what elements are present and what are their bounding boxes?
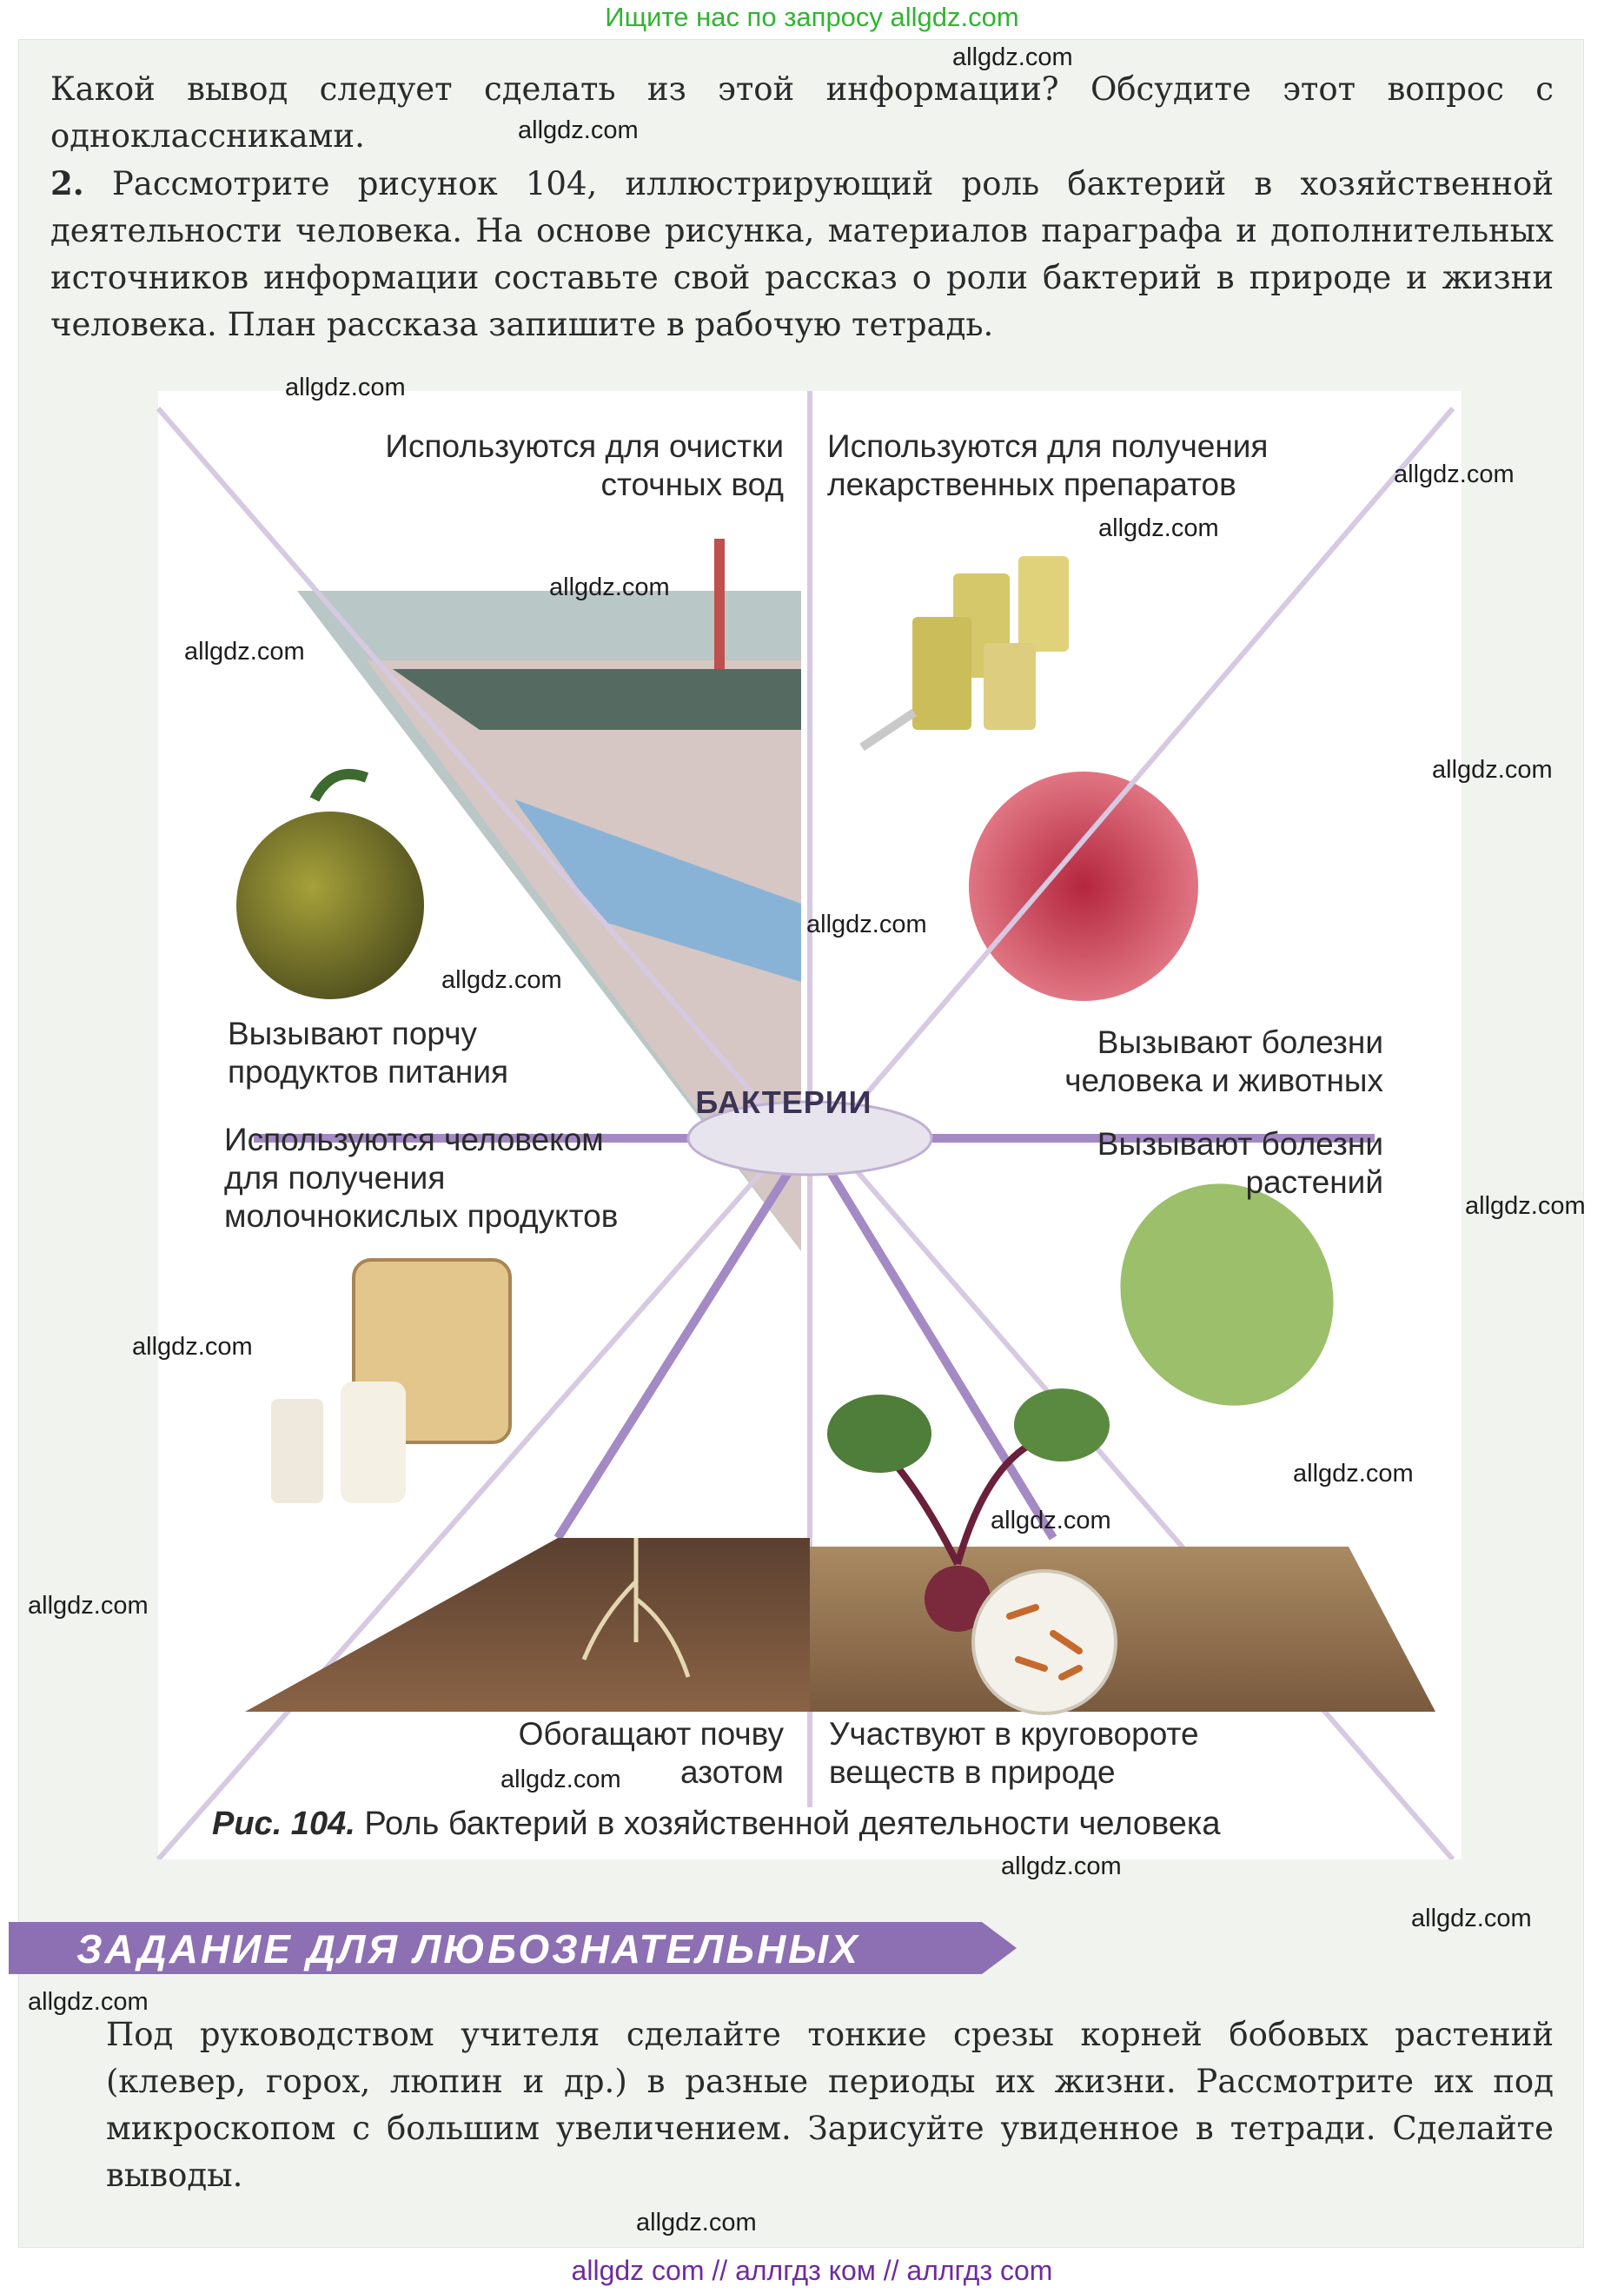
section-title: ЗАДАНИЕ ДЛЯ ЛЮБОЗНАТЕЛЬНЫХ [76, 1926, 860, 1972]
caption-prefix: Рис. 104. [212, 1806, 355, 1842]
watermark: allgdz.com [1001, 1852, 1122, 1880]
watermark: allgdz.com [1465, 1192, 1586, 1220]
watermark: allgdz.com [28, 1592, 149, 1620]
label-human-diseases: Вызывают болезни человека и животных [931, 1024, 1383, 1100]
top-banner[interactable]: Ищите нас по запросу allgdz.com [605, 2, 1019, 32]
watermark: allgdz.com [1293, 1460, 1414, 1488]
chimney-tower [714, 539, 725, 669]
watermark: allgdz.com [806, 911, 927, 938]
watermark: allgdz.com [441, 966, 562, 994]
task-number: 2. [50, 164, 84, 202]
bottom-banner[interactable]: allgdz com // аллгдз ком // аллгдз com [571, 2255, 1053, 2286]
throat-disease-photo [969, 772, 1198, 1001]
section-title-band [9, 1922, 1017, 1974]
label-human-diseases-line-1: Вызывают болезни [1097, 1024, 1383, 1060]
wastewater-tanks [367, 660, 801, 1251]
watermark: allgdz.com [549, 573, 670, 601]
intro-paragraph: Какой вывод следует сделать из этой инфо… [50, 70, 1554, 155]
diagram-rays [156, 391, 1455, 1859]
caption-text: Роль бактерий в хозяйственной деятельнос… [364, 1806, 1221, 1842]
watermark: allgdz.com [1098, 514, 1219, 542]
watermark: allgdz.com [28, 1988, 149, 2016]
label-wastewater: Используются для очистки сточных вод [332, 427, 784, 504]
watermark: allgdz.com [1432, 756, 1553, 784]
milk-bottle [341, 1382, 406, 1503]
label-medicine: Используются для получения лекарственных… [827, 427, 1268, 504]
diseased-leaf [1120, 1183, 1334, 1406]
medicine-vial-4 [984, 643, 1036, 730]
label-cycle-line-2: веществ в природе [829, 1754, 1116, 1790]
label-dairy-line-3: молочнокислых продуктов [224, 1198, 619, 1234]
bacteria-cells [1006, 1604, 1083, 1680]
watermark: allgdz.com [636, 2209, 757, 2237]
label-wastewater-line-2: сточных вод [600, 467, 784, 502]
label-dairy-line-1: Используются человеком [224, 1122, 604, 1157]
label-nitrogen-line-2: азотом [679, 1754, 784, 1790]
soil-nitrogen [245, 1538, 810, 1712]
figure-caption: Рис. 104. Роль бактерий в хозяйственной … [212, 1806, 1221, 1843]
task-2-text: Рассмотрите рисунок 104, иллюстрирующий … [50, 165, 1554, 343]
label-nitrogen: Обогащают почву азотом [349, 1715, 784, 1792]
label-cycle-line-1: Участвуют в круговороте [829, 1716, 1199, 1752]
section-paragraph: Под руководством учителя сделайте тонкие… [106, 2016, 1554, 2194]
label-dairy-line-2: для получения [224, 1160, 446, 1196]
label-dairy: Используются человеком для получения мол… [224, 1121, 618, 1236]
label-food-spoilage-line-1: Вызывают порчу [228, 1016, 477, 1051]
label-wastewater-line-1: Используются для очистки [385, 428, 784, 464]
soil-cycle [810, 1547, 1435, 1712]
watermark: allgdz.com [132, 1333, 253, 1361]
task-2-paragraph: 2. Рассмотрите рисунок 104, иллюстрирующ… [50, 160, 1554, 348]
label-nitrogen-line-1: Обогащают почву [518, 1716, 784, 1752]
ampoule [859, 708, 917, 752]
water-pipe [514, 799, 801, 982]
label-medicine-line-1: Используются для получения [827, 428, 1269, 464]
milk-glass [271, 1399, 323, 1503]
center-label-bacteria: БАКТЕРИИ [695, 1084, 872, 1120]
label-plant-diseases: Вызывают болезни растений [931, 1125, 1383, 1202]
beet-leaf-2 [1014, 1388, 1110, 1461]
watermark: allgdz.com [518, 116, 639, 144]
medicine-vial-3 [912, 617, 971, 730]
label-food-spoilage-line-2: продуктов питания [228, 1054, 509, 1090]
beet-leaf-1 [827, 1395, 931, 1473]
center-ellipse [686, 1100, 933, 1176]
label-plant-diseases-line-2: растений [1245, 1164, 1383, 1200]
watermark: allgdz.com [1394, 461, 1515, 488]
label-plant-diseases-line-1: Вызывают болезни [1097, 1126, 1383, 1162]
tomato-stem [309, 769, 369, 802]
spoiled-tomato [236, 812, 424, 999]
bacteria-circle [971, 1569, 1117, 1715]
label-human-diseases-line-2: человека и животных [1064, 1063, 1383, 1098]
beet-root [925, 1566, 991, 1632]
label-cycle: Участвуют в круговороте веществ в природ… [829, 1715, 1199, 1792]
figure-illustration [156, 391, 1462, 1859]
medicine-vial-2 [1018, 556, 1069, 652]
label-food-spoilage: Вызывают порчу продуктов питания [228, 1015, 508, 1091]
figure-104: Используются для очистки сточных вод Исп… [149, 382, 1470, 1859]
watermark: allgdz.com [500, 1766, 621, 1793]
watermark: allgdz.com [952, 43, 1073, 71]
clover-roots [581, 1538, 691, 1678]
watermark: allgdz.com [285, 374, 406, 401]
treatment-structure [393, 669, 801, 730]
label-medicine-line-2: лекарственных препаратов [827, 467, 1236, 502]
watermark: allgdz.com [184, 638, 305, 666]
watermark: allgdz.com [991, 1507, 1111, 1534]
watermark: allgdz.com [1411, 1905, 1532, 1932]
